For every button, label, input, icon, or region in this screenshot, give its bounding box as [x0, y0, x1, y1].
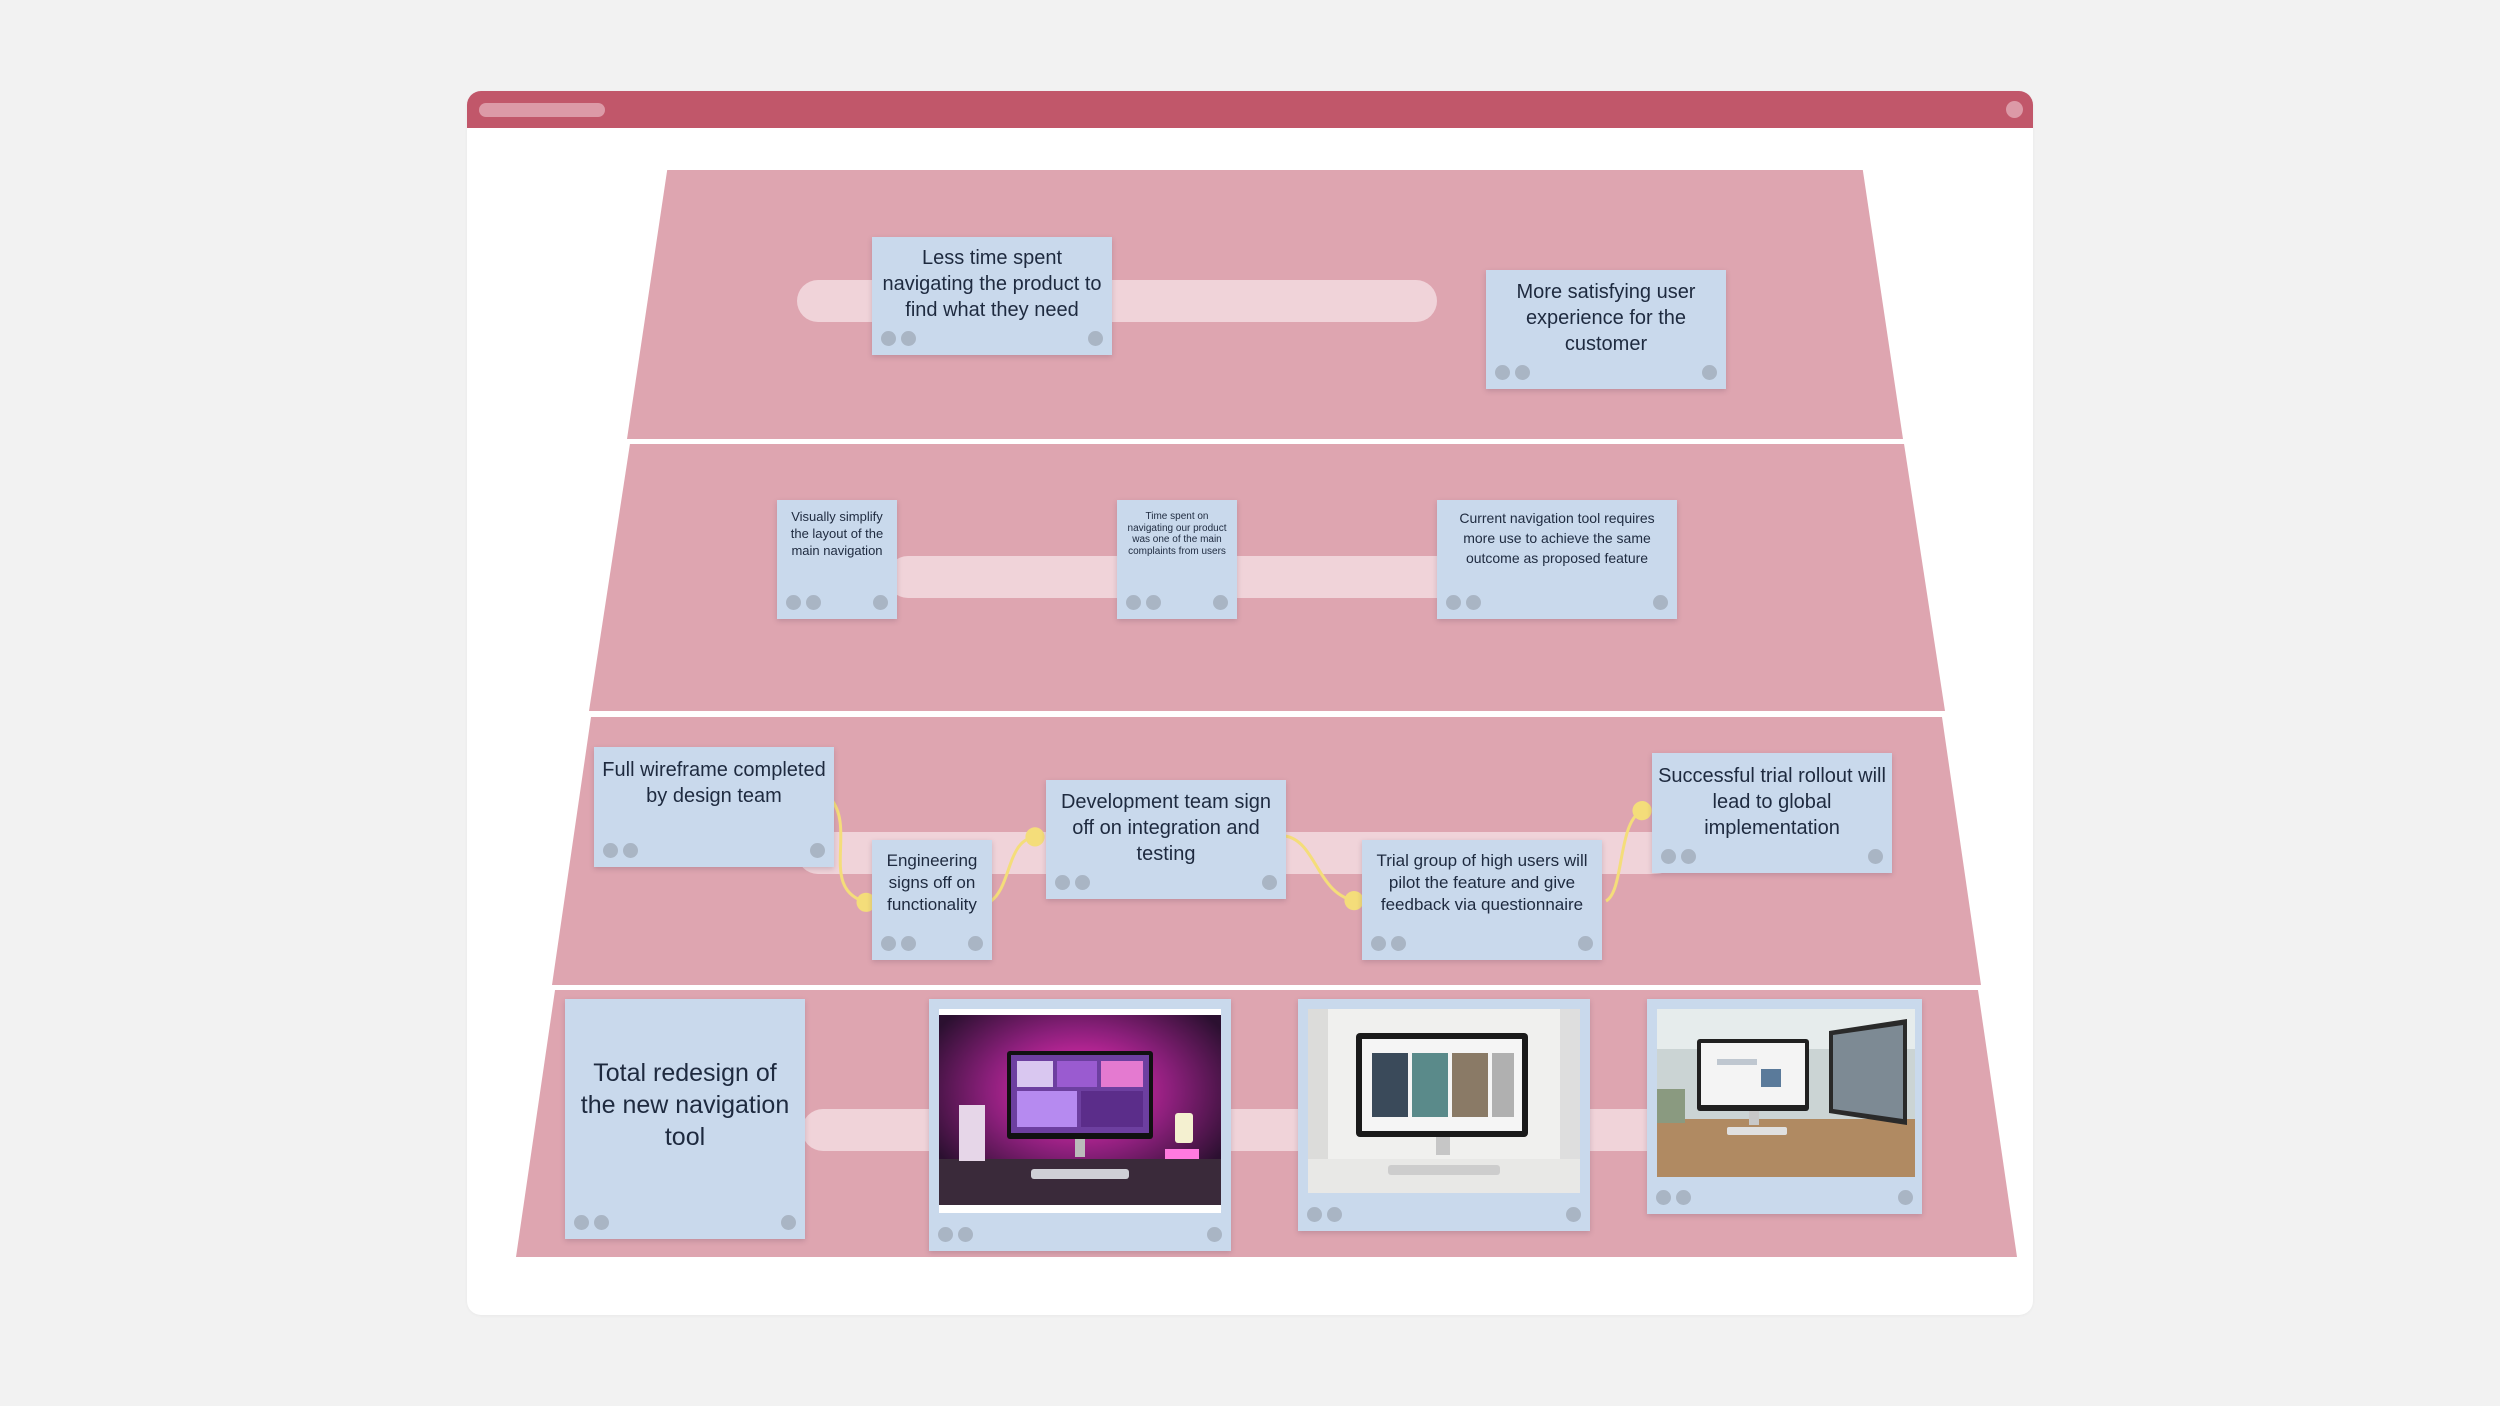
note-corner-dot	[1262, 875, 1277, 890]
image-card[interactable]	[1647, 999, 1922, 1214]
title-bar	[467, 91, 2033, 128]
note-status-dots	[938, 1227, 973, 1242]
note-corner-dot	[1213, 595, 1228, 610]
image-card[interactable]	[1298, 999, 1590, 1231]
note-corner-dot	[1898, 1190, 1913, 1205]
note-corner-dot	[1702, 365, 1717, 380]
sticky-note[interactable]: Full wireframe completed by design team	[594, 747, 834, 867]
note-text: Engineering signs off on functionality	[886, 851, 978, 914]
sticky-note[interactable]: Total redesign of the new navigation too…	[565, 999, 805, 1239]
note-corner-dot	[1578, 936, 1593, 951]
note-status-dots	[881, 331, 916, 346]
note-corner-dot	[968, 936, 983, 951]
window-control-dot[interactable]	[2006, 101, 2023, 118]
note-status-dots	[1371, 936, 1406, 951]
note-status-dots	[1307, 1207, 1342, 1222]
sticky-note[interactable]: Less time spent navigating the product t…	[872, 237, 1112, 355]
note-status-dots	[1495, 365, 1530, 380]
photo-desktop-magenta-icon	[939, 1009, 1221, 1213]
sticky-note[interactable]: Current navigation tool requires more us…	[1437, 500, 1677, 619]
note-status-dots	[1656, 1190, 1691, 1205]
note-status-dots	[1661, 849, 1696, 864]
app-window: Less time spent navigating the product t…	[467, 91, 2033, 1315]
note-text: Successful trial rollout will lead to gl…	[1658, 765, 1886, 839]
note-text: Time spent on navigating our product was…	[1127, 511, 1227, 557]
note-status-dots	[1446, 595, 1481, 610]
note-text: Trial group of high users will pilot the…	[1376, 851, 1588, 914]
note-corner-dot	[1088, 331, 1103, 346]
sticky-note[interactable]: Time spent on navigating our product was…	[1117, 500, 1237, 619]
note-status-dots	[881, 936, 916, 951]
note-text: More satisfying user experience for the …	[1516, 281, 1696, 355]
sticky-note[interactable]: Trial group of high users will pilot the…	[1362, 840, 1602, 960]
note-text: Development team sign off on integration…	[1060, 791, 1272, 865]
sticky-note[interactable]: Visually simplify the layout of the main…	[777, 500, 897, 619]
note-text: Full wireframe completed by design team	[602, 759, 826, 807]
note-corner-dot	[1207, 1227, 1222, 1242]
photo-desktop-white-desk-icon	[1308, 1009, 1580, 1193]
note-corner-dot	[781, 1215, 796, 1230]
diagram-canvas: Less time spent navigating the product t…	[467, 91, 2033, 1315]
sticky-note[interactable]: Development team sign off on integration…	[1046, 780, 1286, 899]
sticky-note[interactable]: More satisfying user experience for the …	[1486, 270, 1726, 389]
note-text: Current navigation tool requires more us…	[1459, 510, 1655, 566]
note-status-dots	[603, 843, 638, 858]
note-status-dots	[1055, 875, 1090, 890]
sticky-note[interactable]: Successful trial rollout will lead to gl…	[1652, 753, 1892, 873]
image-card[interactable]	[929, 999, 1231, 1251]
note-corner-dot	[1868, 849, 1883, 864]
note-status-dots	[1126, 595, 1161, 610]
note-status-dots	[786, 595, 821, 610]
note-text: Total redesign of the new navigation too…	[580, 1059, 790, 1151]
sticky-note[interactable]: Engineering signs off on functionality	[872, 840, 992, 960]
note-text: Visually simplify the layout of the main…	[790, 509, 884, 558]
note-corner-dot	[873, 595, 888, 610]
photo-desktop-office-icon	[1657, 1009, 1915, 1177]
note-corner-dot	[1566, 1207, 1581, 1222]
note-status-dots	[574, 1215, 609, 1230]
note-corner-dot	[1653, 595, 1668, 610]
title-placeholder-bar	[479, 103, 605, 117]
note-corner-dot	[810, 843, 825, 858]
note-text: Less time spent navigating the product t…	[882, 247, 1102, 321]
